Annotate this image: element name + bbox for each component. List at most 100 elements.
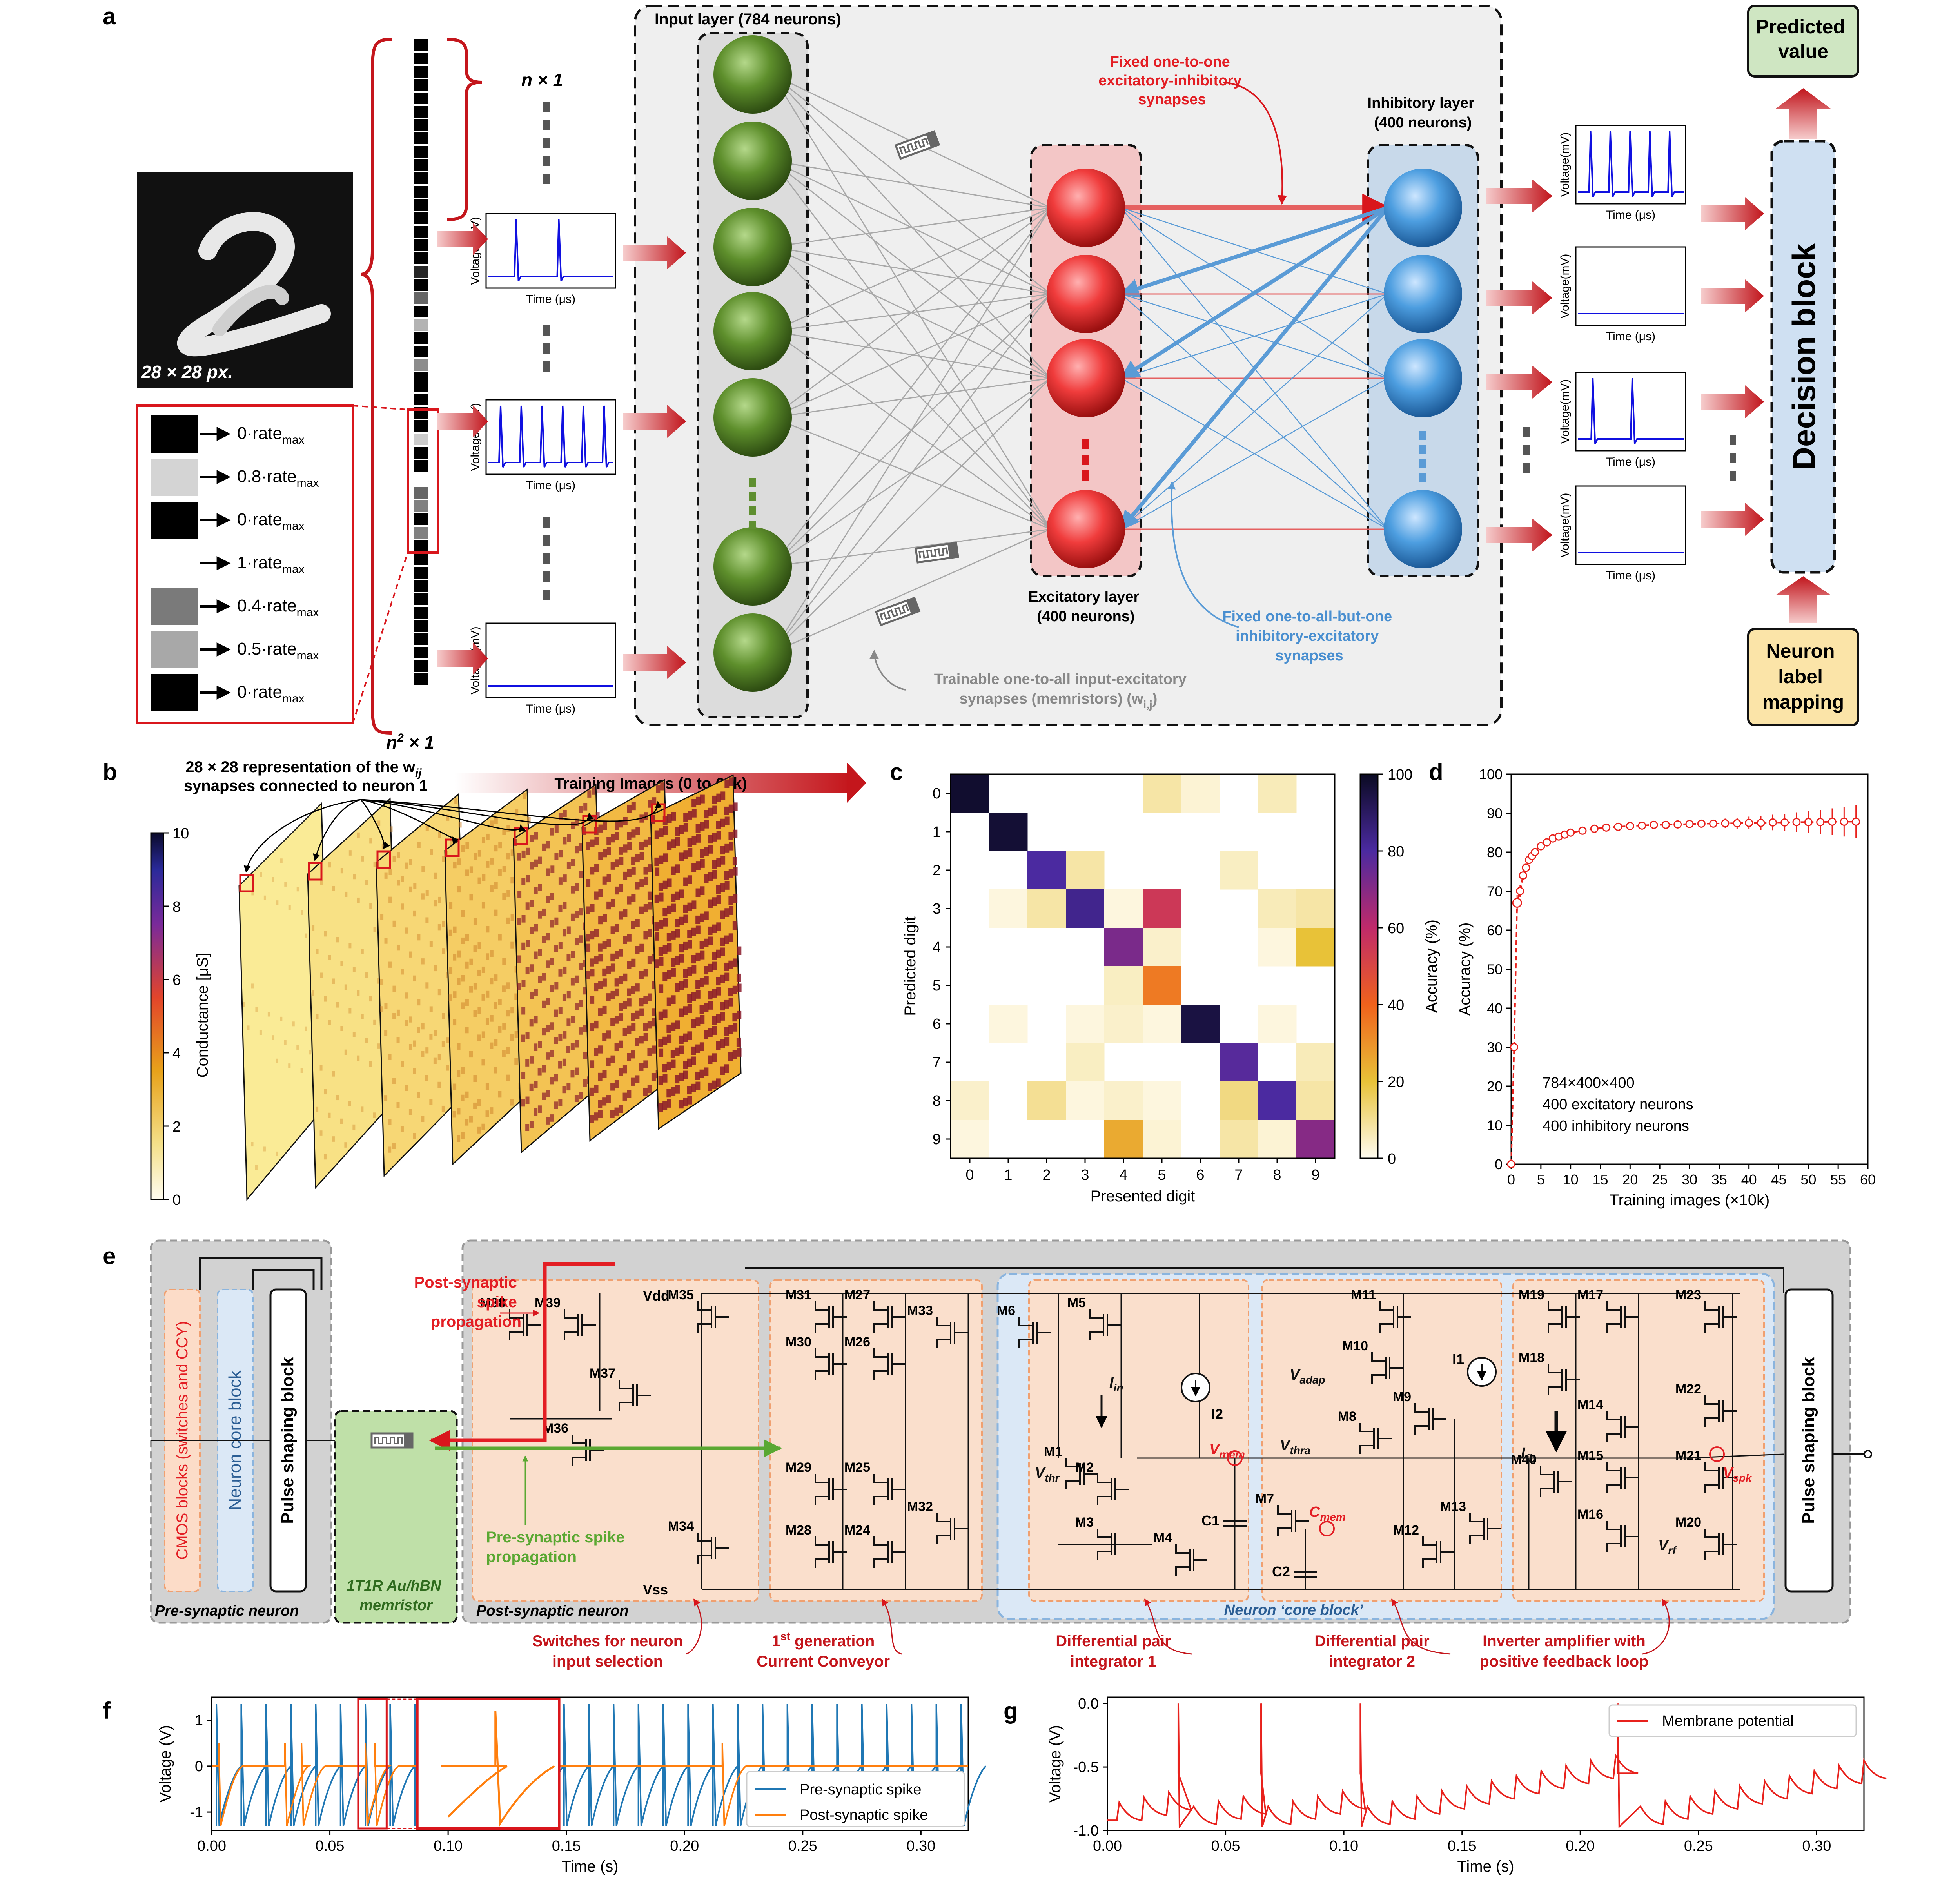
weight-pattern <box>494 974 498 981</box>
transistor-symbol <box>1018 1317 1051 1348</box>
capacitor-label: C1 <box>1201 1513 1220 1529</box>
pixel-cell <box>414 212 428 224</box>
weight-pattern <box>425 917 429 923</box>
weight-pattern <box>728 831 733 840</box>
heatmap-cell <box>1066 1005 1105 1043</box>
pixel-cell <box>414 226 428 238</box>
panel-letter-a: a <box>103 3 116 29</box>
y-tick-label: 5 <box>933 978 941 994</box>
weight-pattern <box>716 858 721 867</box>
weight-pattern <box>521 980 526 987</box>
weight-pattern <box>579 871 583 878</box>
weight-pattern <box>590 931 595 940</box>
inhibitory-neuron <box>1384 255 1462 333</box>
weight-pattern <box>724 1064 729 1073</box>
weight-pattern <box>639 879 644 887</box>
weight-pattern <box>438 896 441 903</box>
transistor-label: M23 <box>1675 1288 1701 1302</box>
weight-pattern <box>658 882 663 891</box>
weight-pattern <box>712 860 717 869</box>
weight-pattern <box>708 845 713 854</box>
weight-pattern <box>457 886 461 893</box>
weight-pattern <box>733 958 738 967</box>
weight-pattern <box>498 1026 502 1033</box>
heatmap-cell <box>1143 774 1181 813</box>
weight-pattern <box>328 1020 331 1025</box>
weight-pattern <box>255 1007 258 1012</box>
weight-pattern <box>606 1030 611 1039</box>
weight-pattern <box>603 822 607 830</box>
weight-pattern <box>498 1091 502 1098</box>
weight-pattern <box>357 1055 360 1061</box>
weight-pattern <box>619 1003 623 1011</box>
weight-pattern <box>627 1090 632 1098</box>
x-tick-label: 2 <box>1042 1167 1051 1183</box>
flow-arrow <box>1701 503 1764 536</box>
transistor-label: M37 <box>590 1366 615 1381</box>
weight-pattern <box>662 1036 668 1045</box>
transistor-label: M19 <box>1519 1288 1544 1302</box>
heatmap-cell <box>1027 851 1066 890</box>
capacitor <box>1223 1520 1247 1527</box>
weight-pattern <box>453 954 457 961</box>
post-synaptic-propagation-label: Post-synaptic spike propagation <box>414 1274 521 1330</box>
weight-pattern <box>704 976 709 985</box>
pixel-cell <box>414 93 428 104</box>
data-point <box>1697 819 1706 828</box>
transistor-label: M31 <box>786 1288 811 1302</box>
weight-pattern <box>502 1050 506 1057</box>
weight-pattern <box>623 973 628 982</box>
weight-pattern <box>425 1075 428 1081</box>
weight-pattern <box>434 900 437 907</box>
weight-pattern <box>590 867 595 875</box>
weight-pattern <box>639 906 644 914</box>
weight-pattern <box>590 958 594 967</box>
weight-pattern <box>566 1046 571 1053</box>
weight-pattern <box>667 943 672 952</box>
weight-pattern <box>301 910 303 915</box>
weight-pattern <box>546 1052 550 1060</box>
weight-pattern <box>530 964 534 972</box>
weight-pattern <box>523 793 527 800</box>
weight-pattern <box>320 880 323 885</box>
weight-pattern <box>517 955 522 963</box>
weights-pointer <box>360 799 594 825</box>
data-point <box>1522 863 1530 872</box>
weight-pattern <box>309 1050 311 1055</box>
weight-pattern <box>490 1107 494 1114</box>
weight-pattern <box>631 856 636 865</box>
weight-pattern <box>272 1035 274 1040</box>
weight-pattern <box>506 825 510 832</box>
x-tick-label: 8 <box>1273 1167 1281 1183</box>
weight-pattern <box>453 1083 457 1090</box>
weight-pattern <box>542 843 546 851</box>
neuron-1-highlight <box>239 874 254 892</box>
weight-pattern <box>724 1027 729 1036</box>
weight-pattern <box>316 1014 319 1019</box>
x-tick-label: 0.05 <box>1211 1838 1240 1854</box>
weight-pattern <box>380 1006 383 1012</box>
weight-pattern <box>457 1043 461 1050</box>
weight-pattern <box>720 1002 725 1011</box>
weight-pattern <box>388 869 392 875</box>
weight-pattern <box>711 1080 717 1089</box>
weight-pattern <box>377 1043 380 1049</box>
weight-pattern <box>635 983 640 992</box>
weight-pattern <box>635 946 640 954</box>
weight-pattern <box>683 1070 688 1079</box>
weight-pattern <box>542 908 546 916</box>
weight-pattern <box>683 969 688 978</box>
weight-pattern <box>453 1019 457 1026</box>
spike-trace <box>488 219 613 281</box>
weight-pattern <box>658 947 663 956</box>
weight-pattern <box>442 921 445 927</box>
weight-pattern <box>473 1102 477 1109</box>
weight-pattern <box>485 1083 489 1090</box>
weight-pattern <box>619 884 623 892</box>
weight-pattern <box>408 1044 412 1050</box>
flow-arrow <box>623 646 686 679</box>
weight-pattern <box>340 868 343 874</box>
weight-pattern <box>413 1068 416 1074</box>
weight-pattern <box>704 1067 709 1076</box>
